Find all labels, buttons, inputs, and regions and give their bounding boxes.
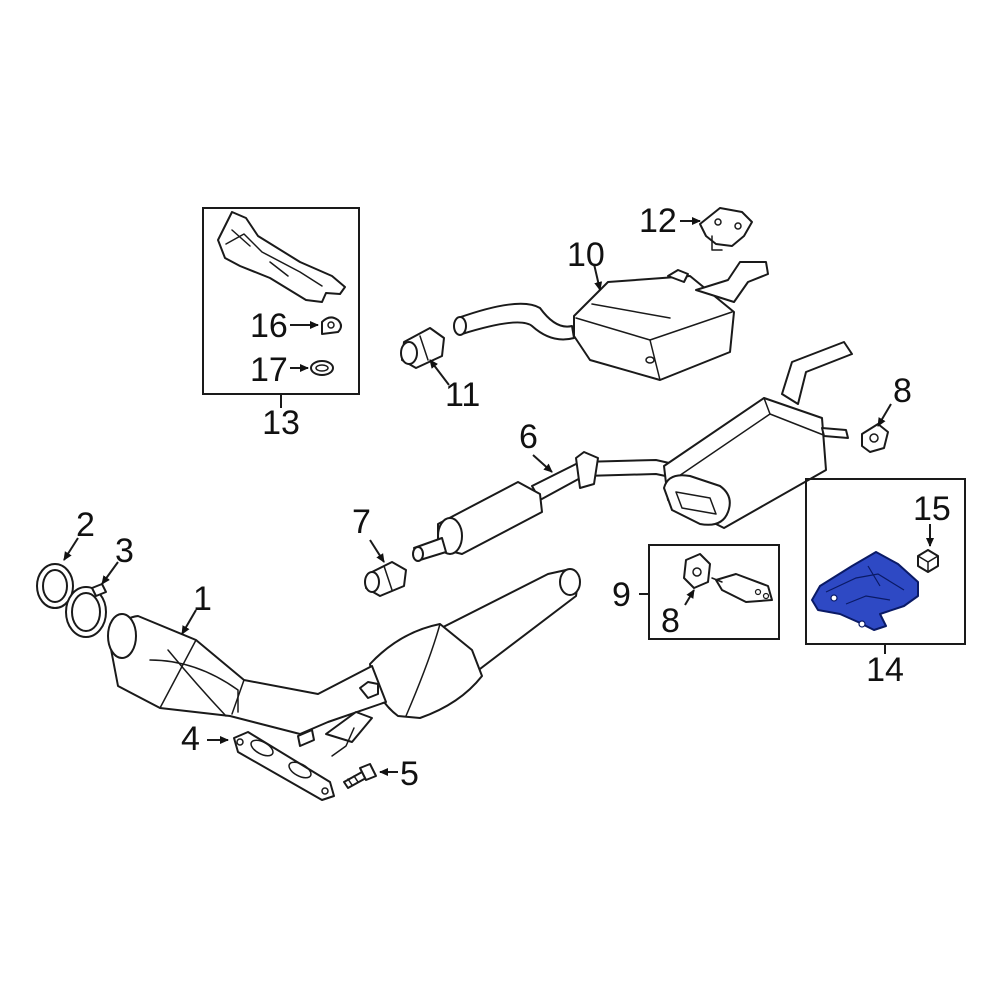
callout-9: 9 — [612, 576, 631, 614]
callout-7: 7 — [352, 503, 371, 541]
converter-front-section — [109, 615, 387, 735]
callout-14: 14 — [866, 651, 904, 689]
converter-bracket — [325, 711, 373, 743]
heat-shield-group-14[interactable]: 15 14 — [805, 478, 966, 689]
rubber-hanger-8-upper[interactable] — [861, 423, 889, 453]
hanger-bracket-12[interactable] — [699, 207, 753, 251]
clip-nut-15[interactable] — [917, 549, 939, 573]
muffler-inlet-pipe — [457, 302, 575, 341]
seal-ring-17[interactable] — [310, 360, 334, 376]
callout-12: 12 — [639, 202, 677, 240]
pipe-hanger-bracket — [575, 451, 599, 489]
heat-shield-upper[interactable] — [217, 211, 346, 303]
callout-6: 6 — [519, 418, 538, 456]
callout-15: 15 — [913, 490, 951, 528]
muffler-tailpipe — [695, 261, 769, 303]
heat-shield-14-highlighted[interactable] — [811, 551, 919, 631]
callout-10: 10 — [567, 236, 605, 274]
callout-8-lower: 8 — [661, 602, 680, 640]
callout-13: 13 — [262, 404, 300, 442]
callout-17: 17 — [250, 351, 288, 389]
callout-5: 5 — [400, 755, 419, 793]
callout-4: 4 — [181, 720, 200, 758]
flange-gasket-4[interactable] — [233, 731, 335, 801]
rear-muffler-10[interactable] — [453, 261, 769, 381]
group-box-9 — [648, 544, 780, 640]
gasket-ring-2[interactable] — [36, 563, 74, 609]
callout-11: 11 — [445, 376, 480, 414]
clip-16[interactable] — [321, 316, 342, 335]
callout-8-upper: 8 — [893, 372, 912, 410]
catalytic-converter-1[interactable] — [107, 568, 581, 757]
pipe-clamp-7[interactable] — [364, 561, 407, 597]
pipe-clamp-11[interactable] — [400, 327, 445, 369]
callout-3: 3 — [115, 532, 134, 570]
hanger-kit-group-9[interactable] — [648, 544, 780, 640]
callout-1: 1 — [193, 580, 212, 618]
heat-shield-group-13[interactable]: 13 16 17 — [202, 207, 360, 442]
rear-outlet-pipe — [781, 341, 853, 405]
callout-16: 16 — [250, 307, 288, 345]
bolt-5[interactable] — [343, 763, 377, 789]
callout-2: 2 — [76, 506, 95, 544]
band-clamp-3[interactable] — [65, 583, 107, 638]
intermediate-pipe-6[interactable] — [412, 341, 853, 562]
